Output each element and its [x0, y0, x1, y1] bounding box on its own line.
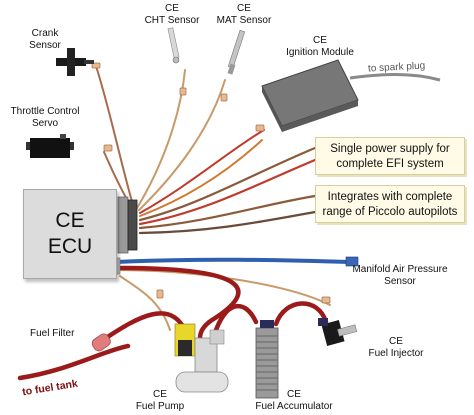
throttle-servo-label: Throttle Control Servo	[2, 106, 88, 130]
fuel-line-filter-to-pump	[100, 311, 188, 343]
ecu-label-line1: CE	[55, 209, 85, 232]
throttle-servo	[26, 134, 74, 158]
fuel-pump	[174, 323, 229, 393]
ecu-connector	[117, 196, 129, 254]
mat-sensor-label: CE MAT Sensor	[212, 3, 276, 27]
power-supply-callout-line1: Single power supply for	[330, 143, 450, 155]
fuel-filter-label: Fuel Filter	[30, 328, 75, 339]
ignition-module-label: CE Ignition Module	[275, 35, 365, 59]
fuel-injector-label-line2: Fuel Injector	[368, 348, 424, 359]
map-sensor-label-line2: Sensor	[384, 276, 416, 287]
piccolo-callout: Integrates with complete range of Piccol…	[315, 185, 465, 223]
fuel-filter	[91, 333, 111, 352]
ignition-wire-red	[139, 129, 265, 214]
ecu-connector-plug	[127, 199, 138, 251]
fuel-injector-label-line1: CE	[389, 336, 403, 347]
ignition-wire-orange	[139, 139, 263, 217]
cht-sensor-label: CE CHT Sensor	[140, 3, 204, 27]
crank-sensor-label: Crank Sensor	[20, 28, 70, 52]
fuel-accumulator-label-line1: CE	[287, 389, 301, 400]
mat-sensor-wire	[138, 79, 226, 211]
piccolo-wire-2	[138, 210, 317, 235]
fuel-pump-wire	[119, 275, 171, 331]
connector	[220, 93, 228, 102]
fuel-line-tank	[17, 343, 131, 381]
map-sensor-label: Manifold Air Pressure Sensor	[340, 264, 460, 288]
piccolo-wire-1	[138, 194, 317, 230]
connector	[179, 87, 187, 96]
fuel-line-return	[115, 265, 241, 341]
crank-sensor-wire	[95, 65, 134, 206]
power-supply-callout-line2: complete EFI system	[336, 158, 444, 170]
cht-sensor-label-line1: CE	[165, 3, 179, 14]
fuel-accumulator	[255, 320, 279, 399]
mat-sensor-label-line2: MAT Sensor	[216, 15, 272, 26]
fuel-injector-wire	[115, 269, 331, 306]
cht-sensor-probe	[167, 27, 180, 64]
fuel-pump-label: CE Fuel Pump	[130, 389, 190, 413]
fuel-injector-label: CE Fuel Injector	[364, 336, 428, 360]
throttle-servo-label-line1: Throttle Control	[10, 106, 80, 117]
connector	[156, 289, 164, 299]
crank-sensor-label-line1: Crank	[31, 28, 59, 39]
connector	[103, 144, 113, 152]
power-wire-2	[138, 158, 317, 226]
fuel-pump-label-line2: Fuel Pump	[135, 401, 185, 412]
crank-sensor	[56, 48, 94, 76]
fuel-injector	[318, 318, 358, 346]
power-supply-callout: Single power supply for complete EFI sys…	[315, 137, 465, 175]
fuel-line-accumulator-to-injector	[273, 301, 329, 327]
fuel-line-pump-to-accumulator	[211, 303, 259, 339]
ignition-module	[261, 59, 359, 132]
piccolo-callout-line2: range of Piccolo autopilots	[322, 206, 458, 218]
connector	[91, 62, 101, 69]
cht-sensor-wire	[136, 69, 186, 209]
cht-sensor-label-line2: CHT Sensor	[144, 15, 200, 26]
piccolo-callout-line1: Integrates with complete	[327, 191, 453, 203]
connector	[321, 296, 331, 304]
ecu-box: CE ECU	[23, 189, 117, 279]
map-sensor	[345, 256, 359, 267]
crank-sensor-label-line2: Sensor	[29, 40, 61, 51]
power-wire-1	[138, 146, 317, 222]
map-sensor-tube	[114, 257, 352, 264]
mat-sensor-probe	[227, 29, 246, 75]
ignition-module-label-line2: Ignition Module	[286, 47, 354, 58]
ignition-module-label-line1: CE	[313, 35, 327, 46]
throttle-servo-label-line2: Servo	[31, 118, 59, 129]
spark-plug-wire	[349, 73, 441, 82]
ecu-label-line2: ECU	[47, 235, 93, 258]
fuel-accumulator-label: CE Fuel Accumulator	[252, 389, 336, 413]
connector	[255, 124, 265, 132]
fuel-pump-label-line1: CE	[153, 389, 167, 400]
fuel-accumulator-label-line2: Fuel Accumulator	[255, 401, 333, 412]
mat-sensor-label-line1: CE	[237, 3, 251, 14]
map-sensor-label-line1: Manifold Air Pressure	[352, 264, 448, 275]
